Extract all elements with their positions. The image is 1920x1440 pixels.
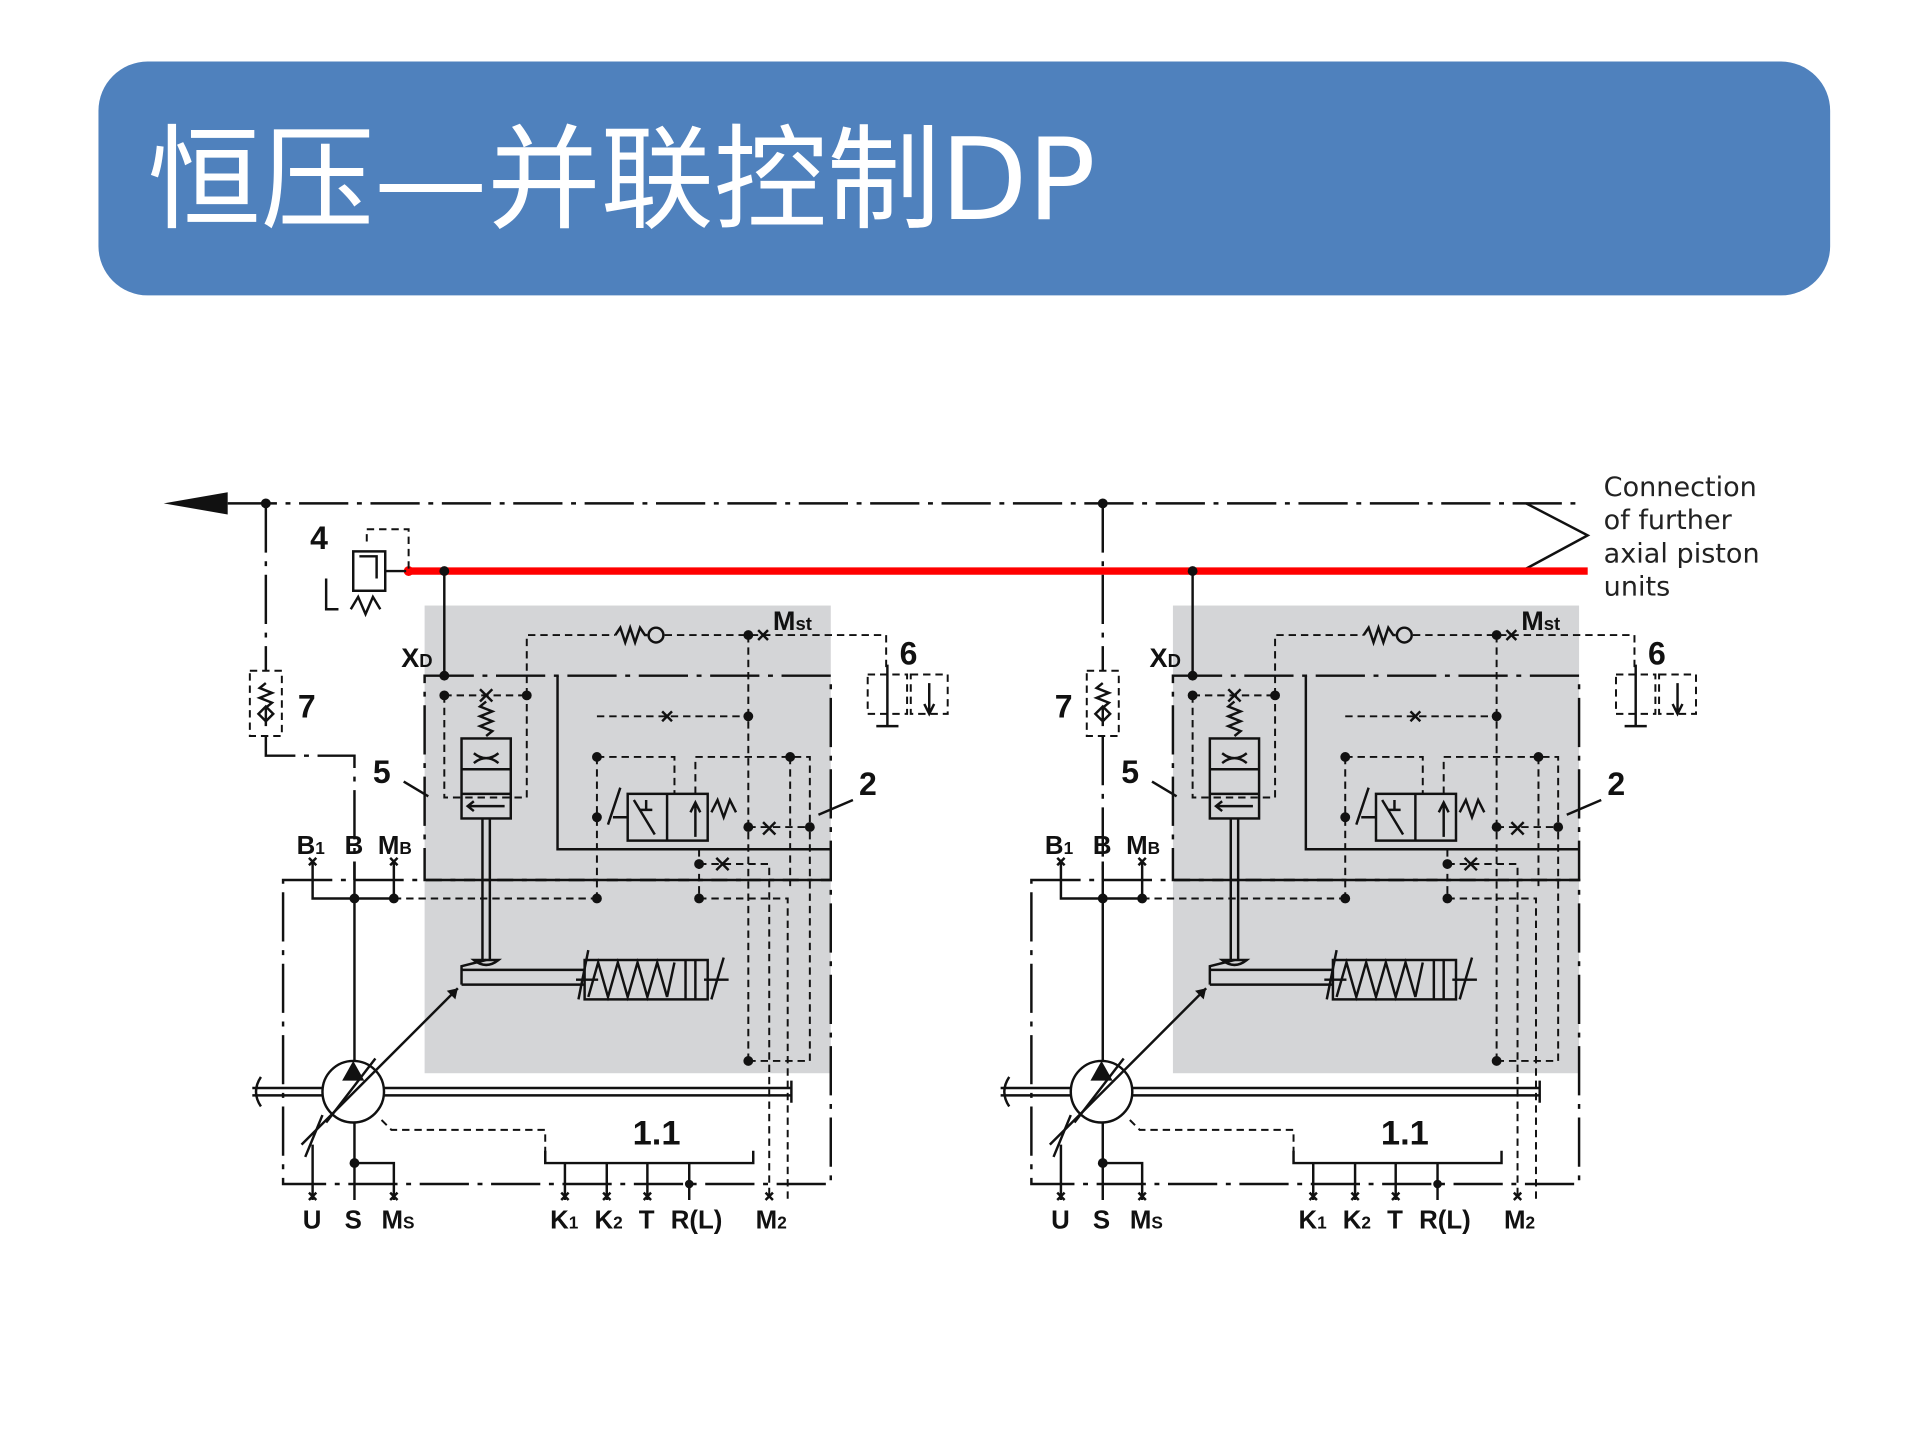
port-ms: MS (382, 1206, 415, 1234)
port-mst: Mst (773, 605, 812, 636)
pressure-relief-valve-4: 4 (310, 520, 410, 618)
check-valve-7-right: 7 (1055, 503, 1120, 880)
page-title: 恒压—并联控制DP (148, 114, 1096, 246)
note-line: units (1604, 572, 1671, 603)
port-s: S (345, 1206, 362, 1234)
port-rl: R(L) (671, 1206, 723, 1234)
port-xd: XD (401, 642, 432, 673)
port-k2: K2 (1343, 1206, 1371, 1234)
port-u: U (303, 1206, 322, 1234)
label-6: 6 (1648, 636, 1666, 672)
pump-boundary (1030, 878, 1581, 1186)
label-7: 7 (298, 689, 316, 725)
flow-arrow-icon (163, 492, 228, 515)
note-line: of further (1604, 505, 1733, 536)
port-mst: Mst (1521, 605, 1560, 636)
label-7: 7 (1055, 689, 1073, 725)
check-valve-icon (1395, 626, 1413, 644)
pump-unit: XD Mst 6 5 (1000, 566, 1697, 1234)
note-line: axial piston (1604, 538, 1760, 569)
port-ms: MS (1130, 1206, 1163, 1234)
port-s: S (1093, 1206, 1110, 1234)
spring-icon (1362, 623, 1396, 647)
pressure-controller-valve-5 (460, 737, 512, 820)
check-valve-7-left: 7 (248, 503, 356, 880)
port-k1: K1 (550, 1206, 579, 1234)
connection-chevron (1525, 502, 1591, 570)
valve-6: 6 (1615, 636, 1697, 728)
junction-dot (403, 566, 414, 576)
port-m2: M2 (1504, 1206, 1535, 1234)
port-xd: XD (1150, 642, 1181, 673)
connection-note: Connection of further axial piston units (1604, 472, 1760, 603)
port-t: T (1387, 1206, 1403, 1234)
port-rl: R(L) (1419, 1206, 1471, 1234)
pump-unit: XD Mst 6 5 (252, 566, 949, 1234)
spring-icon (614, 623, 648, 647)
label-1-1: 1.1 (633, 1115, 681, 1153)
note-line: Connection (1604, 472, 1757, 503)
port-u: U (1051, 1206, 1070, 1234)
header-banner: 恒压—并联控制DP (98, 61, 1831, 296)
label-2: 2 (1607, 766, 1625, 802)
port-b: B (345, 832, 364, 860)
valve-6: 6 (866, 636, 949, 728)
pump-boundary (281, 878, 832, 1186)
port-k2: K2 (594, 1206, 622, 1234)
label-2: 2 (859, 766, 877, 802)
port-m2: M2 (756, 1206, 787, 1234)
shared-circuit: Connection of further axial piston units… (163, 472, 1760, 880)
drive-shaft (1000, 1076, 1541, 1108)
port-t: T (639, 1206, 655, 1234)
pressure-controller-valve-5 (1208, 737, 1261, 820)
check-valve-icon (647, 626, 665, 644)
label-4: 4 (310, 520, 328, 556)
port-b1: B1 (297, 832, 326, 860)
label-6: 6 (900, 636, 918, 672)
port-mb: MB (378, 832, 412, 860)
port-b: B (1093, 832, 1112, 860)
header-background (98, 61, 1831, 296)
label-1-1: 1.1 (1381, 1115, 1429, 1153)
label-5: 5 (373, 754, 391, 790)
port-k1: K1 (1298, 1206, 1327, 1234)
label-5: 5 (1121, 754, 1139, 790)
port-mb: MB (1126, 832, 1160, 860)
port-b1: B1 (1045, 832, 1074, 860)
drive-shaft (252, 1076, 793, 1108)
